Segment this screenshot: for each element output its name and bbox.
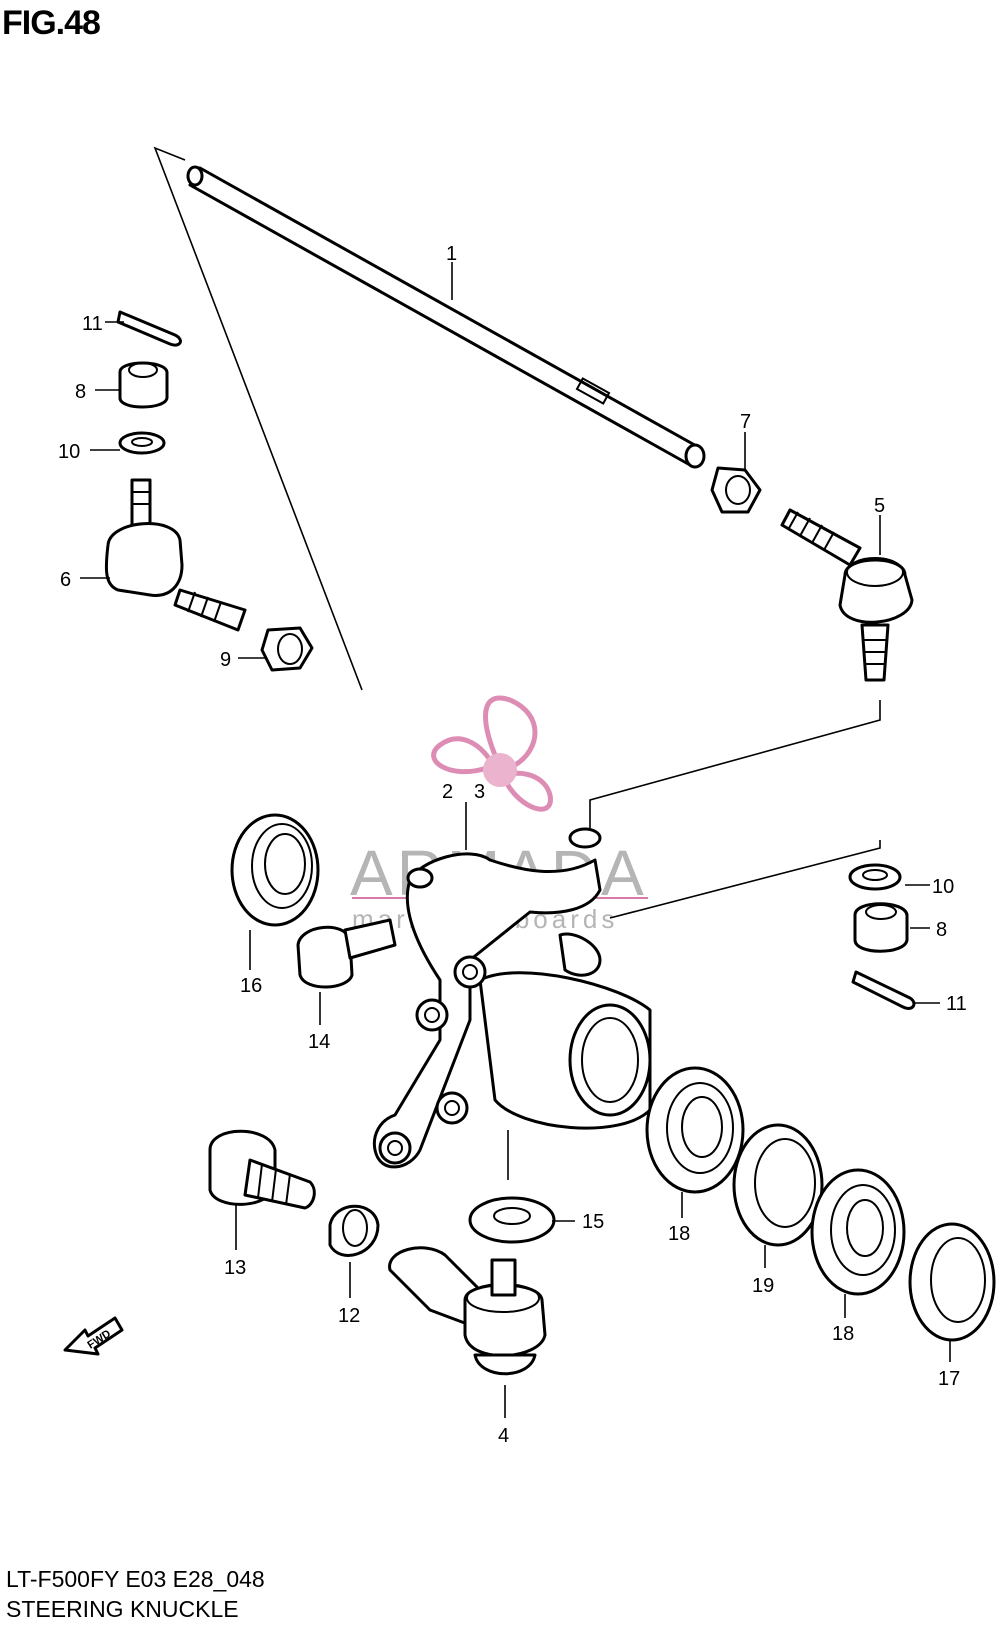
callout-10-left: 10 xyxy=(58,441,80,463)
callout-12: 12 xyxy=(338,1305,360,1327)
callout-4: 4 xyxy=(498,1425,509,1447)
oil-seal-16 xyxy=(230,813,320,927)
figure-title: FIG.48 xyxy=(2,4,101,42)
callout-11-left: 11 xyxy=(82,313,103,335)
armada-logo xyxy=(431,695,553,812)
tie-rod xyxy=(186,165,706,469)
bearing-18b xyxy=(810,1168,906,1296)
spacer-12 xyxy=(328,1204,380,1257)
callout-6: 6 xyxy=(60,569,71,591)
callout-1: 1 xyxy=(446,243,457,265)
lock-nut xyxy=(710,466,762,514)
callout-16: 16 xyxy=(240,975,262,997)
callout-8-right: 8 xyxy=(936,919,947,941)
callout-18-a: 18 xyxy=(668,1223,690,1245)
ball-joint xyxy=(388,1246,547,1376)
group-bracket xyxy=(153,146,363,691)
nut-left xyxy=(260,626,314,672)
callout-8-left: 8 xyxy=(75,381,86,403)
tie-rod-end-left xyxy=(104,478,247,632)
cotter-pin-left xyxy=(116,310,182,347)
callout-9: 9 xyxy=(220,649,231,671)
callout-19: 19 xyxy=(752,1275,774,1297)
callout-15: 15 xyxy=(582,1211,604,1233)
fwd-arrow-icon: FWD xyxy=(63,1316,124,1356)
cotter-pin-right xyxy=(851,970,916,1010)
callout-17: 17 xyxy=(938,1368,960,1390)
figure-name: STEERING KNUCKLE xyxy=(6,1596,239,1622)
bolt-13 xyxy=(208,1129,316,1210)
callouts: 1 7 5 11 8 10 6 9 2 3 10 8 11 16 14 13 1… xyxy=(58,243,967,1447)
leader-lines xyxy=(80,262,951,1418)
steering-knuckle xyxy=(372,827,652,1169)
bolt-14 xyxy=(296,918,397,989)
callout-10-right: 10 xyxy=(932,876,954,898)
callout-5: 5 xyxy=(874,495,885,517)
washer-15 xyxy=(468,1196,556,1244)
castle-nut-right xyxy=(853,902,909,953)
callout-11-right: 11 xyxy=(946,993,967,1015)
tie-rod-end-right xyxy=(780,508,914,682)
bearing-18a xyxy=(645,1066,745,1194)
callout-7: 7 xyxy=(740,411,751,433)
callout-3: 3 xyxy=(474,781,485,803)
seal-17 xyxy=(908,1222,996,1342)
washer-right xyxy=(848,863,902,891)
callout-2: 2 xyxy=(442,781,453,803)
spacer-19 xyxy=(732,1123,824,1247)
washer-left xyxy=(118,431,166,455)
callout-18-b: 18 xyxy=(832,1323,854,1345)
castle-nut-left xyxy=(118,361,169,409)
callout-14: 14 xyxy=(308,1031,330,1053)
figure-code: LT-F500FY E03 E28_048 xyxy=(6,1566,265,1592)
callout-13: 13 xyxy=(224,1257,246,1279)
